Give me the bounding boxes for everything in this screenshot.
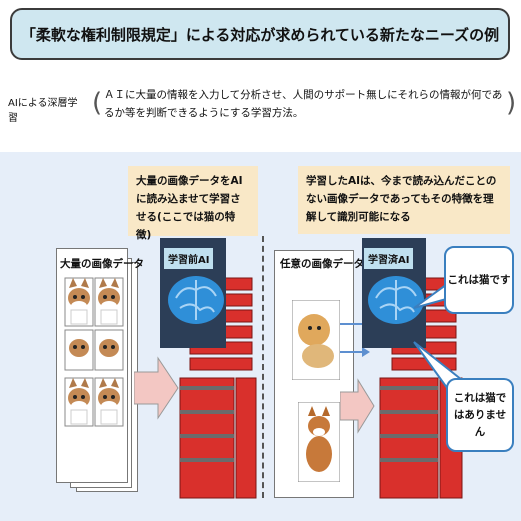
bracket-right: )	[506, 88, 517, 118]
definition-text: ＡＩに大量の情報を入力して分析させ、人間のサポート無しにそれらの情報が何であるか…	[104, 89, 503, 119]
cat-photo-grid	[64, 277, 124, 427]
lion-photo-icon	[292, 300, 340, 380]
cat-icon	[94, 277, 124, 327]
images-label-left: 大量の画像データ	[60, 258, 144, 270]
panel-divider	[262, 236, 264, 498]
ai-label-left: 学習前AI	[164, 248, 214, 269]
brain-icon	[168, 276, 224, 324]
images-label-right: 任意の画像データ	[280, 258, 364, 270]
arrow-right-icon	[134, 356, 179, 420]
left-callout: 大量の画像データをAIに読み込ませて学習させる(ここでは猫の特徴)	[128, 166, 258, 241]
arrow-right-icon	[340, 378, 375, 434]
bracket-left: (	[92, 88, 103, 118]
cat-icon	[64, 377, 94, 427]
speech-bubble-not-cat: これは猫ではありません	[446, 378, 514, 452]
brain-icon	[368, 276, 424, 324]
ai-label-right: 学習済AI	[364, 248, 414, 269]
cat-icon	[94, 329, 124, 371]
speech-bubble-cat: これは猫です	[444, 246, 514, 314]
cat-icon	[64, 277, 94, 327]
dog-photo-icon	[298, 402, 340, 482]
definition-term: AIによる深層学習	[8, 98, 78, 124]
bubble-pointer	[413, 280, 450, 309]
right-callout: 学習したAIは、今まで読み込んだことのない画像データであってもその特徴を理解して…	[298, 166, 510, 234]
page-title: 「柔軟な権利制限規定」による対応が求められている新たなニーズの例	[10, 8, 510, 60]
cat-icon	[94, 377, 124, 427]
cat-icon	[64, 329, 94, 371]
